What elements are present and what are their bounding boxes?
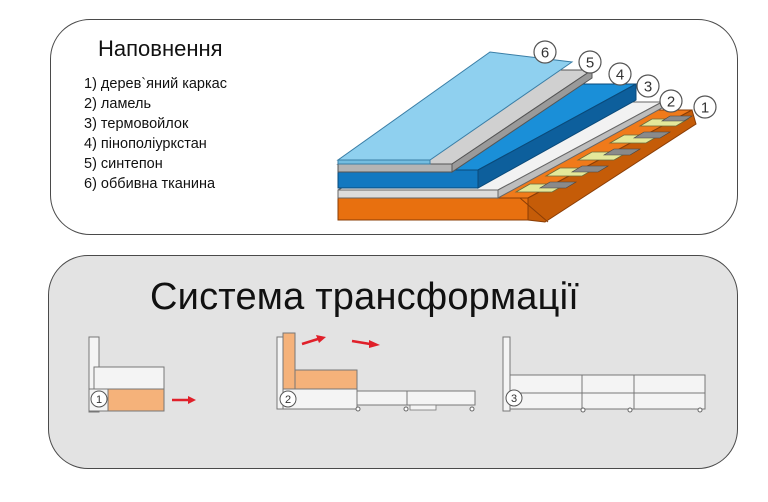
- fabric-layer-front: [337, 159, 431, 165]
- svg-text:1: 1: [96, 394, 102, 406]
- arrow-right-icon: [351, 339, 380, 348]
- transform-step-2: 2: [276, 332, 476, 412]
- transform-step-1: 1: [88, 336, 196, 413]
- transformation-title: Система трансформації: [150, 276, 580, 318]
- filling-title: Наповнення: [98, 36, 223, 61]
- layer-item-lamel: 2) ламель: [84, 96, 152, 112]
- svg-text:2: 2: [285, 394, 291, 406]
- felt-layer-front: [337, 189, 499, 199]
- layer-item-foam: 4) пінополіуркстан: [84, 136, 207, 152]
- callout-1: 1: [693, 95, 717, 119]
- layer-list: 1) дерев`яний каркас 2) ламель 3) термов…: [84, 74, 227, 194]
- lamel-group: [514, 115, 694, 193]
- lamel-holder: [538, 181, 578, 189]
- foam-layer-front: [337, 169, 479, 189]
- svg-text:5: 5: [586, 55, 594, 72]
- callout-5: 5: [578, 50, 602, 74]
- layer-item-sintepon: 5) синтепон: [84, 156, 163, 172]
- sintepon-layer-front: [337, 163, 453, 173]
- lamel-holder: [660, 115, 694, 122]
- svg-text:1: 1: [701, 100, 709, 117]
- lamel-holder: [570, 165, 610, 173]
- callout-3: 3: [636, 74, 660, 98]
- lamel-holder: [602, 148, 642, 156]
- layer-item-frame: 1) дерев`яний каркас: [84, 76, 227, 92]
- transformation-panel: [48, 255, 738, 469]
- callout-2: 2: [659, 89, 683, 113]
- arrow-right-icon: [172, 396, 196, 404]
- lamel-holder: [632, 131, 672, 139]
- callout-4: 4: [608, 62, 632, 86]
- layer-item-fabric: 6) оббивна тканина: [84, 176, 216, 192]
- svg-text:6: 6: [541, 45, 549, 62]
- svg-text:2: 2: [667, 94, 675, 111]
- mattress-layers-diagram: 6 5 4 3 2 1: [336, 40, 717, 223]
- transform-step-3: 3: [502, 336, 706, 413]
- svg-text:3: 3: [644, 79, 652, 96]
- sintepon-layer-side: [451, 69, 593, 173]
- callout-6: 6: [533, 40, 557, 64]
- frame-layer-front: [337, 197, 529, 221]
- arrow-up-right-icon: [301, 335, 326, 346]
- svg-text:4: 4: [616, 67, 624, 84]
- svg-text:3: 3: [511, 393, 517, 405]
- layer-item-felt: 3) термовойлок: [84, 116, 189, 132]
- foam-layer-side: [477, 83, 637, 189]
